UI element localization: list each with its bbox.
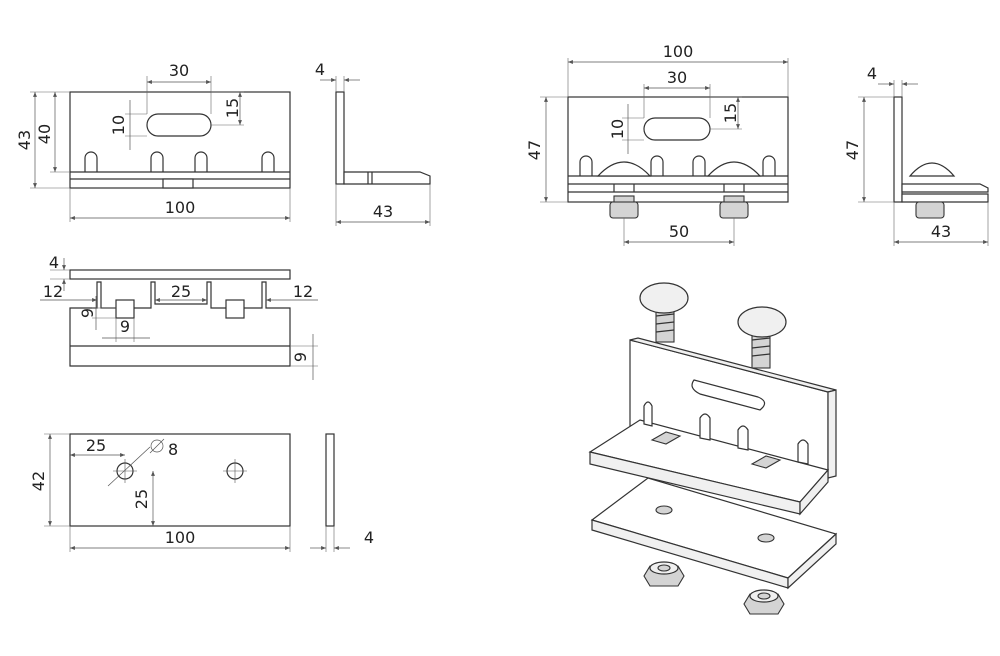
square-hole-right <box>225 299 245 319</box>
dim-assembled-slot-offset: 15 <box>721 103 740 123</box>
plate-view: 25 8 25 42 100 4 <box>29 433 374 552</box>
bolt-head-right <box>706 161 762 177</box>
dim-total-height: 43 <box>15 130 34 150</box>
dim-width: 100 <box>165 198 196 217</box>
dim-left-margin: 12 <box>43 282 63 301</box>
dim-side-assembled-height: 47 <box>843 140 862 160</box>
slot-hole <box>146 113 212 137</box>
top-view-bracket: 4 12 12 25 9 9 9 <box>40 253 318 380</box>
carriage-bolt-left <box>639 282 689 343</box>
dim-assembled-slot-width: 10 <box>608 119 627 139</box>
dim-plate-height: 40 <box>35 124 54 144</box>
dim-side-thickness: 4 <box>315 60 325 79</box>
dim-right-margin: 12 <box>293 282 313 301</box>
bolt-head-left <box>596 161 652 177</box>
dim-assembled-height: 47 <box>525 140 544 160</box>
nut-right <box>719 201 749 219</box>
dim-assembled-slot-length: 30 <box>667 68 687 87</box>
dim-lip-height: 9 <box>291 352 310 362</box>
dim-hole-offset: 9 <box>78 308 97 318</box>
dim-slot-width: 10 <box>109 115 128 135</box>
side-view-assembled: 4 47 43 <box>843 64 989 246</box>
dim-plate-width: 100 <box>165 528 196 547</box>
dim-plate-height: 42 <box>29 471 48 491</box>
side-view-bracket: 4 43 <box>315 60 431 226</box>
dim-side-depth: 43 <box>373 202 393 221</box>
dim-side-assembled-depth: 43 <box>931 222 951 241</box>
dim-slot-length: 30 <box>169 61 189 80</box>
dim-slot-offset: 15 <box>223 98 242 118</box>
dim-assembled-width: 100 <box>663 42 694 61</box>
slot-hole-assembled <box>643 117 711 141</box>
clamp-plate-isometric <box>590 477 838 590</box>
dim-plate-hole-y: 25 <box>132 489 151 509</box>
nut-left <box>609 201 639 219</box>
side-nut <box>915 201 945 219</box>
lock-nut-left <box>643 561 685 587</box>
dim-top-thickness: 4 <box>49 253 59 272</box>
carriage-bolt-right <box>737 306 787 369</box>
dim-bolt-spacing: 50 <box>669 222 689 241</box>
exploded-isometric-view <box>588 282 838 615</box>
bracket-isometric <box>588 337 837 516</box>
dim-plate-thickness: 4 <box>364 528 374 547</box>
dim-plate-hole-x: 25 <box>86 436 106 455</box>
dim-hole-size: 9 <box>120 317 130 336</box>
front-view-assembled: 100 30 10 15 47 50 <box>525 42 789 246</box>
square-hole-left <box>115 299 135 319</box>
dim-plate-hole-diameter: 8 <box>168 440 178 459</box>
front-view-bracket: 30 10 15 43 40 100 <box>15 61 291 222</box>
lock-nut-right <box>743 589 785 615</box>
dim-side-assembled-thickness: 4 <box>867 64 877 83</box>
dim-center-gap: 25 <box>171 282 191 301</box>
